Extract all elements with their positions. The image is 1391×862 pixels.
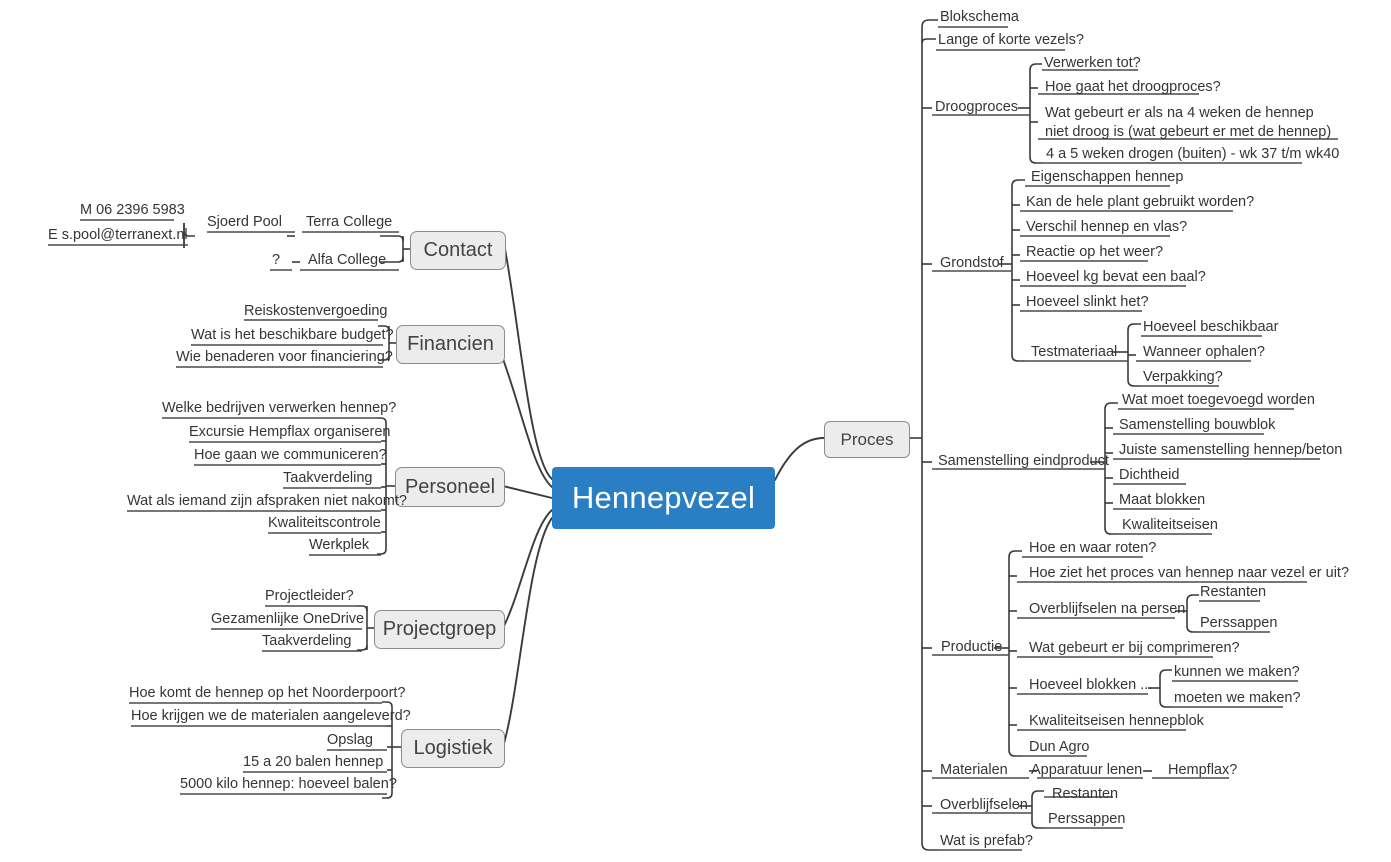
- leaf-grondstof-1[interactable]: Kan de hele plant gebruikt worden?: [1026, 194, 1255, 210]
- leaf-logistiek-3[interactable]: 15 a 20 balen hennep: [243, 754, 384, 770]
- leaf-personeel-4[interactable]: Wat als iemand zijn afspraken niet nakom…: [127, 493, 407, 509]
- leaf-contact-sjoerd-pool[interactable]: Sjoerd Pool: [207, 214, 282, 230]
- leaf-overblijfselen-na-persen-0[interactable]: Restanten: [1200, 584, 1267, 600]
- branch-label-proces: Proces: [840, 429, 894, 449]
- leaf-projectgroep-2[interactable]: Taakverdeling: [262, 633, 352, 649]
- leaf-proces-blokschema[interactable]: Blokschema: [940, 9, 1019, 25]
- leaf-droogproces-2[interactable]: Wat gebeurt er als na 4 weken de hennep …: [1045, 105, 1332, 140]
- leaf-contact-alfa-college[interactable]: Alfa College: [308, 252, 387, 268]
- leaf-productie-1[interactable]: Hoe ziet het proces van hennep naar veze…: [1029, 565, 1350, 581]
- leaf-proces-samenstelling-eindproduct[interactable]: Samenstelling eindproduct: [938, 453, 1109, 469]
- leaf-overblijfselen-1[interactable]: Perssappen: [1048, 811, 1126, 827]
- leaf-contact-mobile[interactable]: M 06 2396 5983: [80, 202, 185, 218]
- leaf-productie-0[interactable]: Hoe en waar roten?: [1029, 540, 1157, 556]
- leaf-grondstof-4[interactable]: Hoeveel kg bevat een baal?: [1026, 269, 1206, 285]
- branch-node-personeel[interactable]: Personeel: [395, 467, 505, 507]
- leaf-droogproces-1[interactable]: Hoe gaat het droogproces?: [1045, 79, 1221, 95]
- leaf-personeel-2[interactable]: Hoe gaan we communiceren?: [194, 447, 387, 463]
- leaf-logistiek-2[interactable]: Opslag: [327, 732, 373, 748]
- branch-node-contact[interactable]: Contact: [410, 231, 506, 270]
- leaf-personeel-6[interactable]: Werkplek: [309, 537, 370, 553]
- leaf-samenstelling-1[interactable]: Samenstelling bouwblok: [1119, 417, 1276, 433]
- leaf-hempflax[interactable]: Hempflax?: [1168, 762, 1238, 778]
- leaf-grondstof-0[interactable]: Eigenschappen hennep: [1031, 169, 1184, 185]
- branch-label-financien: Financien: [407, 333, 494, 355]
- leaf-personeel-1[interactable]: Excursie Hempflax organiseren: [189, 424, 391, 440]
- leaf-grondstof-2[interactable]: Verschil hennep en vlas?: [1026, 219, 1188, 235]
- branch-label-logistiek: Logistiek: [413, 737, 493, 759]
- leaf-productie-3[interactable]: Wat gebeurt er bij comprimeren?: [1029, 640, 1240, 656]
- leaf-projectgroep-1[interactable]: Gezamenlijke OneDrive: [211, 611, 365, 627]
- leaf-projectgroep-0[interactable]: Projectleider?: [265, 588, 354, 604]
- leaf-samenstelling-0[interactable]: Wat moet toegevoegd worden: [1122, 392, 1315, 408]
- leaf-droogproces-0[interactable]: Verwerken tot?: [1044, 55, 1141, 71]
- branch-node-projectgroep[interactable]: Projectgroep: [374, 610, 505, 649]
- leaf-samenstelling-3[interactable]: Dichtheid: [1119, 467, 1180, 483]
- leaf-financien-2[interactable]: Wie benaderen voor financiering?: [176, 349, 393, 365]
- leaf-proces-droogproces[interactable]: Droogproces: [935, 99, 1019, 115]
- leaf-droogproces-3[interactable]: 4 a 5 weken drogen (buiten) - wk 37 t/m …: [1046, 146, 1340, 162]
- branch-node-financien[interactable]: Financien: [396, 325, 505, 364]
- branch-label-personeel: Personeel: [404, 475, 496, 498]
- leaf-contact-unknown[interactable]: ?: [272, 252, 281, 268]
- leaf-samenstelling-4[interactable]: Maat blokken: [1119, 492, 1206, 508]
- leaf-productie-4[interactable]: Hoeveel blokken ...: [1029, 677, 1153, 693]
- leaf-proces-grondstof[interactable]: Grondstof: [940, 255, 1004, 271]
- leaf-testmateriaal-0[interactable]: Hoeveel beschikbaar: [1143, 319, 1279, 335]
- leaf-contact-email[interactable]: E s.pool@terranext.nl: [48, 227, 188, 243]
- leaf-apparatuur-lenen[interactable]: Apparatuur lenen: [1031, 762, 1143, 778]
- leaf-financien-1[interactable]: Wat is het beschikbare budget?: [191, 327, 394, 343]
- leaf-grondstof-testmateriaal[interactable]: Testmateriaal: [1031, 344, 1118, 360]
- leaf-personeel-3[interactable]: Taakverdeling: [283, 470, 373, 486]
- leaf-grondstof-5[interactable]: Hoeveel slinkt het?: [1026, 294, 1149, 310]
- branch-node-proces[interactable]: Proces: [824, 421, 910, 458]
- leaf-hoeveel-blokken-0[interactable]: kunnen we maken?: [1174, 664, 1300, 680]
- leaf-productie-5[interactable]: Kwaliteitseisen hennepblok: [1029, 713, 1204, 729]
- root-node-label: Hennepvezel: [571, 480, 756, 515]
- leaf-proces-materialen[interactable]: Materialen: [940, 762, 1008, 778]
- branch-label-contact: Contact: [423, 239, 493, 261]
- leaf-grondstof-3[interactable]: Reactie op het weer?: [1026, 244, 1164, 260]
- leaf-logistiek-0[interactable]: Hoe komt de hennep op het Noorderpoort?: [129, 685, 406, 701]
- branch-node-logistiek[interactable]: Logistiek: [401, 729, 505, 768]
- leaf-proces-lange-of-korte-vezels[interactable]: Lange of korte vezels?: [938, 32, 1084, 48]
- leaf-productie-6[interactable]: Dun Agro: [1029, 739, 1090, 755]
- leaf-financien-0[interactable]: Reiskostenvergoeding: [244, 303, 388, 319]
- leaf-hoeveel-blokken-1[interactable]: moeten we maken?: [1174, 690, 1301, 706]
- leaf-testmateriaal-2[interactable]: Verpakking?: [1143, 369, 1223, 385]
- leaf-samenstelling-5[interactable]: Kwaliteitseisen: [1122, 517, 1218, 533]
- leaf-proces-overblijfselen[interactable]: Overblijfselen: [940, 797, 1028, 813]
- leaf-productie-2[interactable]: Overblijfselen na persen: [1029, 601, 1186, 617]
- leaf-personeel-5[interactable]: Kwaliteitscontrole: [268, 515, 381, 531]
- leaf-proces-wat-is-prefab[interactable]: Wat is prefab?: [940, 833, 1033, 849]
- leaf-testmateriaal-1[interactable]: Wanneer ophalen?: [1143, 344, 1265, 360]
- leaf-contact-terra-college[interactable]: Terra College: [306, 214, 393, 230]
- leaf-logistiek-1[interactable]: Hoe krijgen we de materialen aangeleverd…: [131, 708, 411, 724]
- root-node[interactable]: Hennepvezel: [552, 467, 775, 529]
- leaf-samenstelling-2[interactable]: Juiste samenstelling hennep/beton: [1119, 442, 1343, 458]
- branch-label-projectgroep: Projectgroep: [382, 618, 497, 640]
- leaf-overblijfselen-0[interactable]: Restanten: [1052, 786, 1119, 802]
- leaf-proces-productie[interactable]: Productie: [941, 639, 1003, 655]
- leaf-logistiek-4[interactable]: 5000 kilo hennep: hoeveel balen?: [180, 776, 397, 792]
- leaf-overblijfselen-na-persen-1[interactable]: Perssappen: [1200, 615, 1278, 631]
- leaf-personeel-0[interactable]: Welke bedrijven verwerken hennep?: [162, 400, 397, 416]
